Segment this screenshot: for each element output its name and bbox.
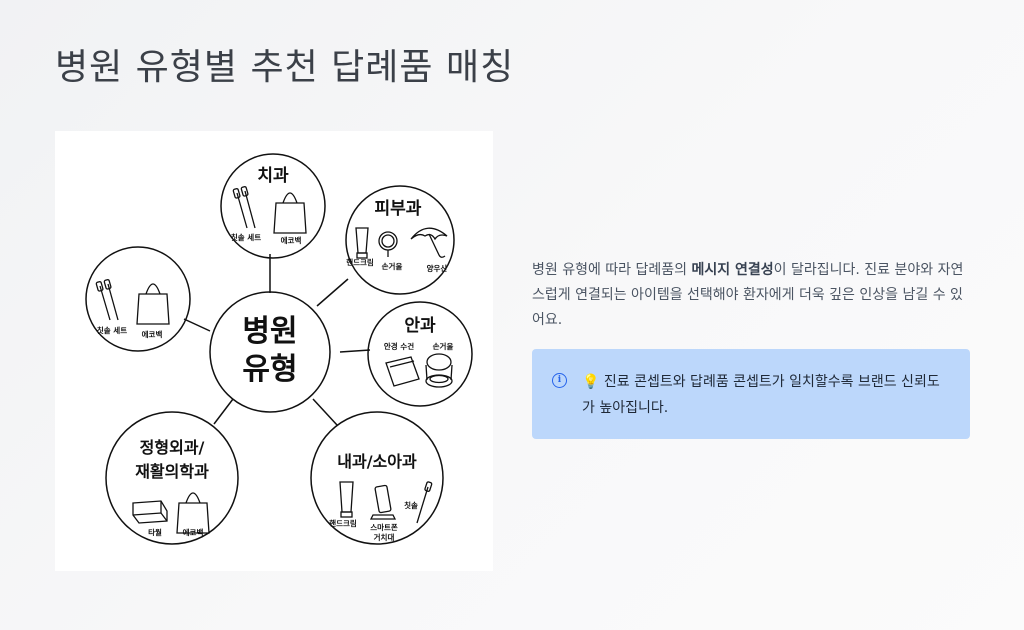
center-label-line1: 병원 [242, 314, 297, 349]
connector-internal [312, 398, 338, 426]
node-title-internal-pediatrics: 내과/소아과 [337, 452, 417, 471]
item-label-derm-hand-cream: 핸드크림 [346, 257, 374, 267]
info-icon: i [552, 373, 567, 388]
node-dental [220, 153, 326, 259]
towel-icon [132, 500, 168, 524]
node-title-orthopedics-line2: 재활의학과 [135, 462, 209, 481]
node-ophthalmology [367, 301, 473, 407]
tote-bag-icon [136, 283, 170, 325]
tote-bag-icon [176, 492, 210, 534]
item-label-ortho-towel: 타월 [148, 527, 162, 537]
page-title: 병원 유형별 추천 답례품 매칭 [55, 47, 515, 88]
description-part1: 병원 유형에 따라 답례품의 [532, 262, 692, 278]
node-title-dermatology: 피부과 [375, 199, 422, 219]
item-label-derm-umbrella: 양우산 [427, 263, 448, 273]
node-title-orthopedics-line1: 정형외과/ [140, 438, 205, 457]
node-title-dental: 치과 [257, 166, 289, 186]
toothbrush-icon [232, 186, 256, 229]
node-dermatology [345, 185, 455, 295]
connector-dermatology [316, 278, 349, 307]
item-label-internal-smartphone: 스마트폰 [370, 522, 398, 532]
glasses-cloth-icon [385, 356, 420, 387]
node-internal-pediatrics [310, 411, 444, 545]
hospital-gift-diagram: 병원 유형 치과 칫솔 세트 에코백 피부과 [55, 131, 493, 571]
compact-mirror-icon [425, 353, 453, 388]
umbrella-icon [410, 227, 448, 258]
info-callout: i 💡 진료 콘셉트와 답례품 콘셉트가 일치할수록 브랜드 신뢰도가 높아집니… [532, 349, 970, 439]
description-text: 병원 유형에 따라 답례품의 메시지 연결성이 달라집니다. 진료 분야와 자연… [532, 258, 972, 333]
hand-mirror-icon [378, 231, 398, 257]
item-label-internal-hand-cream: 핸드크림 [329, 518, 357, 528]
item-label-dental-toothbrush-set: 칫솔 세트 [231, 232, 261, 242]
item-label-ortho-eco-bag: 에코백 [183, 527, 204, 537]
item-label-eye-cloth: 안경 수건 [384, 341, 414, 351]
connector-ophthalmology [339, 349, 371, 353]
connector-orthopedics [213, 398, 234, 425]
hand-cream-icon [355, 227, 369, 259]
callout-text: 💡 진료 콘셉트와 답례품 콘셉트가 일치할수록 브랜드 신뢰도가 높아집니다. [582, 374, 940, 416]
tote-bag-icon [273, 192, 307, 234]
phone-stand-icon [369, 484, 397, 520]
item-label-eye-mirror: 손거울 [433, 341, 454, 351]
center-node [209, 291, 331, 413]
item-label-dental-eco-bag: 에코백 [281, 235, 302, 245]
hand-cream-icon [339, 481, 354, 518]
connector-left [183, 318, 211, 332]
item-label-left-toothbrush-set: 칫솔 세트 [97, 325, 127, 335]
node-orthopedics-rehab [105, 411, 239, 545]
node-title-ophthalmology: 안과 [404, 316, 436, 336]
item-label-internal-stand: 거치대 [374, 532, 395, 542]
node-left [85, 246, 191, 352]
item-label-derm-mirror: 손거울 [382, 261, 403, 271]
item-label-left-eco-bag: 에코백 [142, 329, 163, 339]
description-part2: 이 달라집니다. 진료 분야와 자연스럽게 연결되는 아이템을 선택해야 환자에… [532, 262, 964, 328]
item-label-internal-toothbrush: 칫솔 [404, 500, 418, 510]
toothbrush-icon [95, 279, 119, 321]
center-label-line2: 유형 [242, 352, 297, 387]
toothbrush-icon [416, 481, 433, 524]
description-bold: 메시지 연결성 [691, 262, 774, 278]
